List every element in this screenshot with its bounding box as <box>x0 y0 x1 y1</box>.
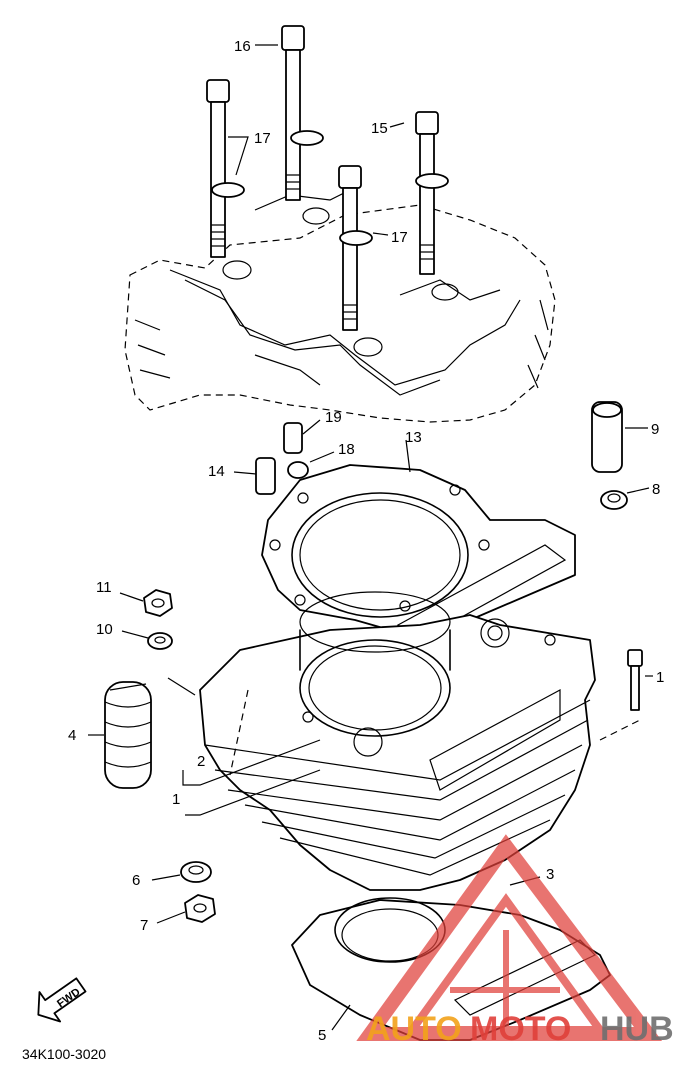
callout-labels: 16 15 17 17 19 18 13 14 9 8 11 10 4 1 2 … <box>68 38 664 1044</box>
label-6: 6 <box>132 872 140 889</box>
cylinder-head <box>124 189 556 423</box>
sleeve <box>104 681 152 789</box>
label-8: 8 <box>652 481 660 498</box>
watermark-cross <box>450 930 560 1030</box>
small-parts-upper <box>255 401 628 510</box>
watermark-logo <box>356 834 663 1041</box>
watermark-word-moto: MOTO <box>470 1010 571 1048</box>
label-19: 19 <box>325 409 342 426</box>
part-code: 34K100-3020 <box>22 1046 107 1062</box>
side-bolt <box>627 649 643 711</box>
watermark-word-auto: AUTO <box>366 1010 462 1048</box>
label-9: 9 <box>651 421 659 438</box>
label-10: 10 <box>96 621 113 638</box>
cylinder-body <box>199 591 596 891</box>
watermark-word-hub: HUB <box>600 1010 674 1048</box>
label-17-right: 17 <box>391 229 408 246</box>
label-13: 13 <box>405 429 422 446</box>
head-gasket <box>261 464 576 641</box>
label-14: 14 <box>208 463 225 480</box>
label-1-left: 1 <box>172 791 180 808</box>
label-15: 15 <box>371 120 388 137</box>
label-17-left: 17 <box>254 130 271 147</box>
label-16: 16 <box>234 38 251 55</box>
label-3: 3 <box>546 866 554 883</box>
nuts-washers <box>143 589 216 923</box>
label-2: 2 <box>197 753 205 770</box>
watermark-text: AUTO MOTO HUB <box>366 1010 674 1048</box>
label-1-right: 1 <box>656 669 664 686</box>
label-4: 4 <box>68 727 76 744</box>
label-7: 7 <box>140 917 148 934</box>
head-bolts <box>206 25 449 331</box>
label-18: 18 <box>338 441 355 458</box>
label-5: 5 <box>318 1027 326 1044</box>
label-11: 11 <box>96 579 112 596</box>
leader-lines <box>88 44 653 1031</box>
fwd-arrow: FWD <box>37 977 87 1023</box>
